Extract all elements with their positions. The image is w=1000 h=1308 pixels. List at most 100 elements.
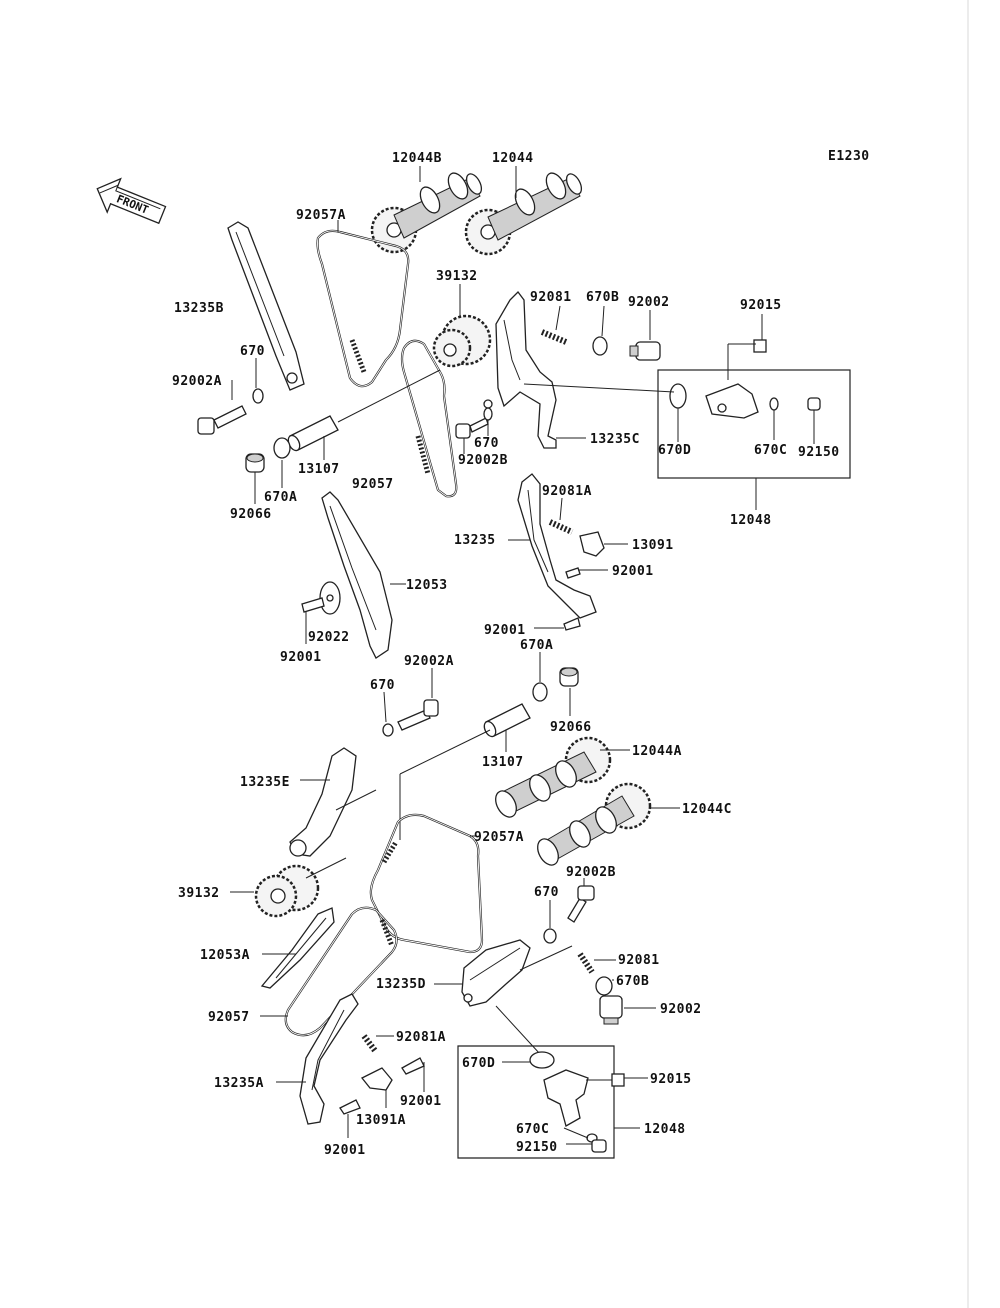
bolt-92002B-top-part <box>455 417 489 439</box>
label-92081-low: 92081 <box>618 953 660 968</box>
label-92066-top: 92066 <box>230 507 272 522</box>
label-13235C: 13235C <box>590 432 640 447</box>
o-ring-670A-top-part <box>273 437 291 459</box>
label-92002B-low: 92002B <box>566 865 616 880</box>
label-92015-top: 92015 <box>740 298 782 313</box>
o-ring-670-low-part <box>382 723 394 737</box>
chain-tensioner-13235C-part <box>483 291 557 449</box>
label-670C-top: 670C <box>754 443 787 458</box>
label-92001-c: 92001 <box>280 650 322 665</box>
label-670D-low: 670D <box>462 1056 495 1071</box>
label-13235E: 13235E <box>240 775 290 790</box>
plug-92066-mid-part <box>559 667 579 687</box>
label-13091: 13091 <box>632 538 674 553</box>
label-13107-low: 13107 <box>482 755 524 770</box>
label-12053A: 12053A <box>200 948 250 963</box>
chain-guide-12053-part <box>321 491 393 659</box>
label-92002A-mid: 92002A <box>404 654 454 669</box>
label-670A-mid: 670A <box>520 638 553 653</box>
bolt-92001-e-part <box>339 1099 361 1115</box>
tensioner-box-12048-top <box>657 369 851 479</box>
chain-tensioner-13235-part <box>517 473 597 619</box>
label-92066-mid: 92066 <box>550 720 592 735</box>
label-12044C: 12044C <box>682 802 732 817</box>
label-92057-low: 92057 <box>208 1010 250 1025</box>
camshaft-12044-part <box>464 172 583 256</box>
bolt-92001-c-part <box>301 597 325 613</box>
label-92081-top: 92081 <box>530 290 572 305</box>
spring-92081A-low-part <box>361 1034 379 1054</box>
bolt-92015-top-part <box>753 339 767 353</box>
label-670D-top: 670D <box>658 443 691 458</box>
chain-guide-12053A-part <box>260 907 335 989</box>
label-92015-low: 92015 <box>650 1072 692 1087</box>
label-13235: 13235 <box>454 533 496 548</box>
pin-13107-top-part <box>287 369 441 452</box>
o-ring-670-top-part <box>252 388 264 404</box>
tensioner-box-12048-low <box>457 1045 615 1159</box>
label-92001-b: 92001 <box>484 623 526 638</box>
label-670B-low: 670B <box>616 974 649 989</box>
label-92002A-top: 92002A <box>172 374 222 389</box>
o-ring-670-mid-part <box>483 407 493 421</box>
label-39132-low: 39132 <box>178 886 220 901</box>
label-92002-low: 92002 <box>660 1002 702 1017</box>
o-ring-670A-mid-part <box>532 682 548 702</box>
label-13235D: 13235D <box>376 977 426 992</box>
bracket-13091A-part <box>360 1067 393 1091</box>
o-ring-670B-low-part <box>595 976 613 996</box>
bolt-92001-d-part <box>401 1057 425 1075</box>
label-92081A-top: 92081A <box>542 484 592 499</box>
label-670-top: 670 <box>240 344 265 359</box>
cam-chain-92057-low-part <box>284 906 398 1037</box>
label-670A-top: 670A <box>264 490 297 505</box>
label-39132-top: 39132 <box>436 269 478 284</box>
label-92022: 92022 <box>308 630 350 645</box>
chain-guide-13235E-part <box>289 747 377 857</box>
pin-13107-low-part <box>483 703 531 738</box>
label-92150-low: 92150 <box>516 1140 558 1155</box>
chain-guide-13235B-part <box>227 221 305 391</box>
label-92057A-top: 92057A <box>296 208 346 223</box>
cam-chain-92057A-low-part <box>369 813 484 954</box>
label-670B-top: 670B <box>586 290 619 305</box>
bolt-92002A-mid-part <box>397 699 439 731</box>
bolt-92002B-low-part <box>567 885 595 923</box>
chain-tensioner-13235D-part <box>461 939 531 1007</box>
spring-92081A-top-part <box>548 519 574 535</box>
bolt-92001-a-part <box>565 567 581 579</box>
label-92001-d: 92001 <box>400 1094 442 1109</box>
label-12044B: 12044B <box>392 151 442 166</box>
camshaft-12044C-part <box>537 782 652 866</box>
label-12044A: 12044A <box>632 744 682 759</box>
label-92057-top: 92057 <box>352 477 394 492</box>
plug-92002-top-part <box>629 341 661 361</box>
camshaft-12044B-part <box>370 172 483 254</box>
label-13235A: 13235A <box>214 1076 264 1091</box>
idler-gear-39132-top-part <box>432 314 492 368</box>
label-92081A-low: 92081A <box>396 1030 446 1045</box>
o-ring-670B-top-part <box>592 336 608 356</box>
label-13107-top: 13107 <box>298 462 340 477</box>
spring-92081-low-part <box>577 952 595 974</box>
o-ring-670-bot-part <box>543 928 557 944</box>
diagram-code: E1230 <box>828 149 870 164</box>
bolt-92001-b-part <box>563 617 581 631</box>
label-92001-e: 92001 <box>324 1143 366 1158</box>
cam-chain-92057A-top-part <box>316 229 410 388</box>
label-670-low: 670 <box>370 678 395 693</box>
label-92002-top: 92002 <box>628 295 670 310</box>
label-92057A-low: 92057A <box>474 830 524 845</box>
chain-tensioner-13235A-part <box>299 993 359 1125</box>
label-12044: 12044 <box>492 151 534 166</box>
label-12048-low: 12048 <box>644 1122 686 1137</box>
front-arrow-icon: FRONT <box>96 177 167 225</box>
label-92150-top: 92150 <box>798 445 840 460</box>
washer-92022-part <box>319 581 341 615</box>
bracket-13091-part <box>579 531 605 557</box>
label-13235B: 13235B <box>174 301 224 316</box>
label-670-bot: 670 <box>534 885 559 900</box>
label-13091A: 13091A <box>356 1113 406 1128</box>
label-12053: 12053 <box>406 578 448 593</box>
